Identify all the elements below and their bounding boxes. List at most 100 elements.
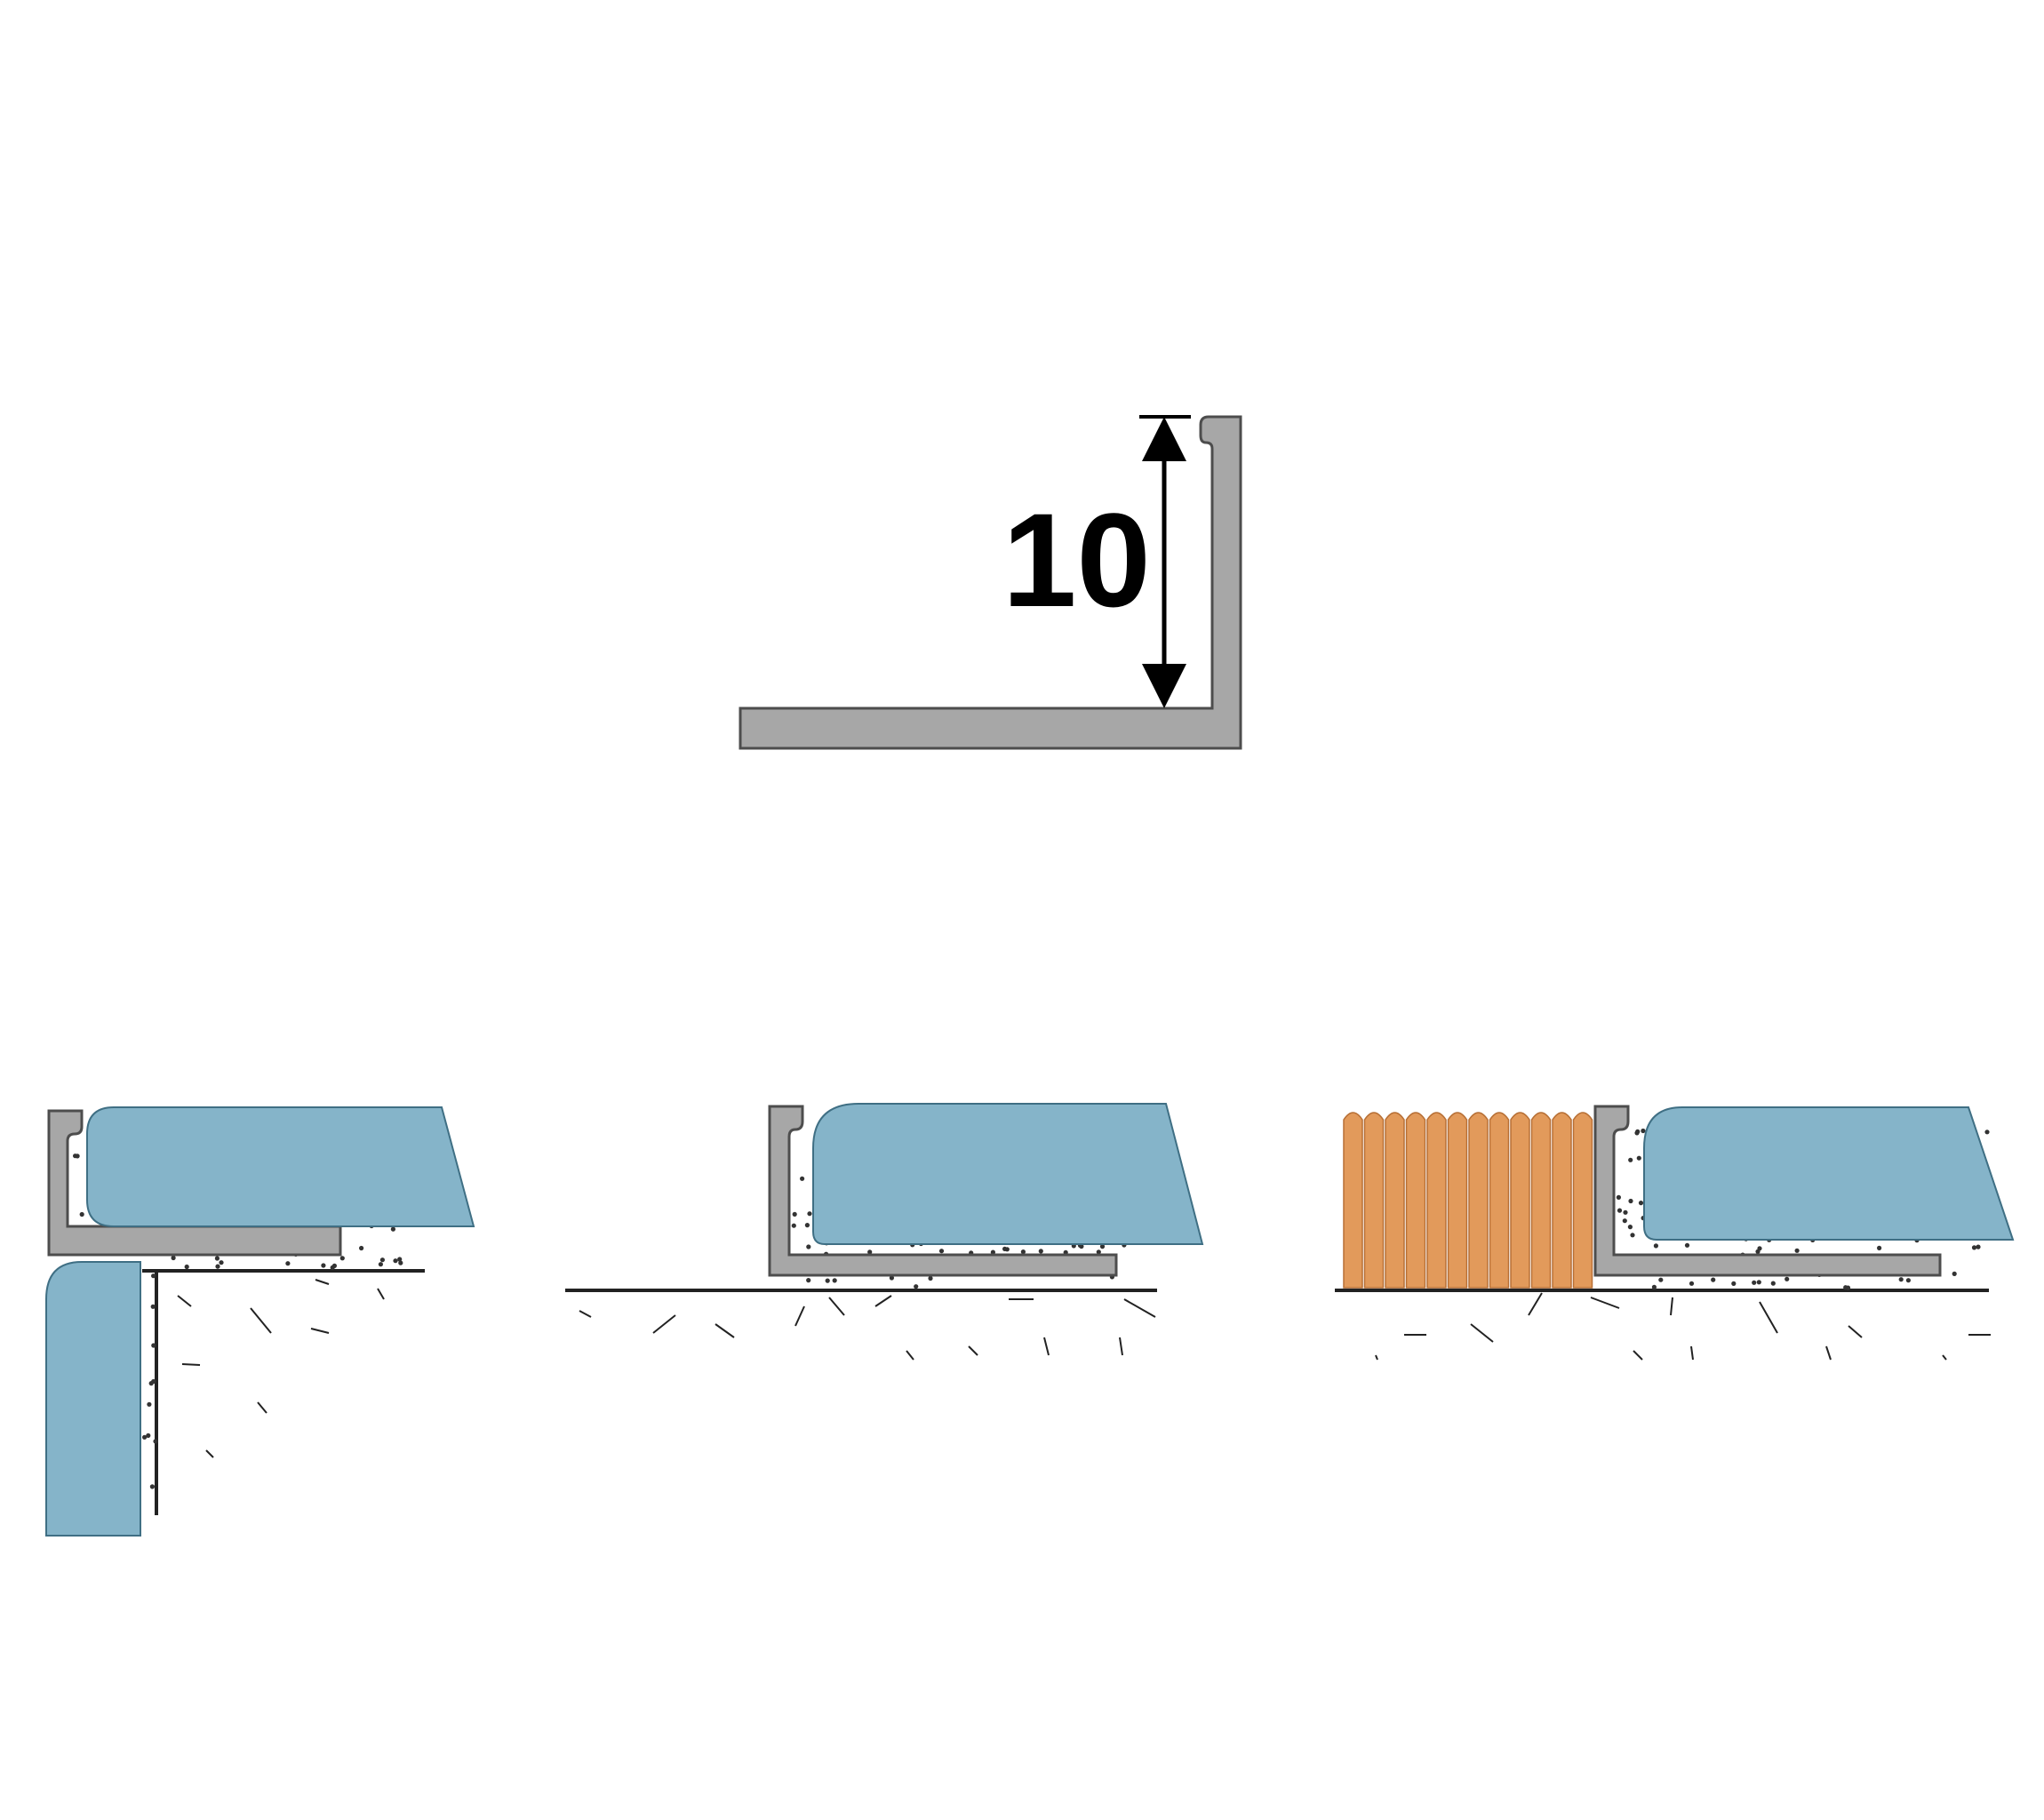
adhesive-dot [807,1211,812,1217]
adhesive-dot [1616,1194,1621,1200]
orange-rib [1468,1112,1489,1289]
adhesive-dot [1623,1209,1628,1215]
dimension-label: 10 [1002,485,1151,635]
detail-wall-corner [45,1106,475,1537]
adhesive-dot [1096,1249,1101,1255]
adhesive-dot [1976,1244,1981,1249]
adhesive-dots [142,1273,158,1489]
adhesive-dot [800,1176,805,1181]
substrate-hatching [177,1279,385,1458]
profile-shape [768,1105,1118,1277]
profile-l-shape [739,415,1242,750]
adhesive-dot [1770,1281,1776,1286]
adhesive-dot [1684,1242,1690,1248]
orange-rib [1489,1112,1510,1289]
adhesive-dot [1636,1155,1641,1161]
adhesive-dot [379,1257,385,1263]
profile-shape [47,1109,342,1257]
adhesive-dot [1898,1277,1904,1282]
profile-shape [1593,1105,1942,1277]
orange-rib [1426,1112,1447,1289]
adhesive-dot [914,1284,919,1289]
adhesive-dot [214,1256,220,1261]
tile [1643,1106,2015,1241]
orange-rib [1572,1112,1593,1289]
adhesive-dot [804,1223,810,1228]
adhesive-dot [1952,1271,1957,1276]
adhesive-dot [1877,1245,1882,1250]
adhesive-dot [1752,1280,1757,1285]
adhesive-dot [1984,1130,1990,1135]
adhesive-dot [339,1256,345,1261]
substrate-hatching [579,1295,1156,1361]
adhesive-dot [149,1484,155,1489]
adhesive-dot [219,1260,224,1265]
adhesive-dot [146,1433,151,1438]
adhesive-dot [1843,1285,1848,1290]
profile-cross-section: 10 [739,415,1242,750]
adhesive-dot [79,1211,84,1217]
adhesive-dot [990,1249,995,1255]
adhesive-dot [331,1263,337,1268]
adhesive-dot [1002,1246,1008,1251]
adhesive-dot [1785,1276,1790,1281]
adhesive-dot [151,1273,156,1279]
adhesive-dot [393,1258,398,1264]
tile [812,1103,1204,1245]
adhesive-dot [938,1249,945,1254]
adhesive-dot [1641,1128,1646,1134]
orange-element [1343,1112,1593,1289]
adhesive-dot [150,1304,156,1309]
adhesive-dot [1617,1208,1623,1213]
orange-rib [1447,1112,1468,1289]
adhesive-dot [1020,1249,1026,1255]
orange-rib [1530,1112,1552,1289]
adhesive-dot [1099,1244,1106,1249]
adhesive-dot [359,1245,364,1251]
adhesive-dot [1971,1245,1977,1250]
adhesive-dot [390,1226,395,1232]
adhesive-dot [215,1264,220,1269]
adhesive-dot [153,1439,158,1444]
adhesive-dot [1731,1281,1737,1286]
adhesive-dot [1630,1233,1635,1238]
adhesive-dot [1622,1218,1627,1224]
adhesive-dot [1711,1277,1716,1282]
adhesive-dot [285,1261,291,1266]
adhesive-dot [378,1262,383,1267]
detail-floor-edge [565,1103,1204,1361]
tile-vertical [45,1261,141,1537]
adhesive-dot [1038,1249,1043,1254]
adhesive-dot [792,1211,797,1217]
adhesive-dot [151,1378,156,1385]
orange-rib [1405,1112,1426,1289]
adhesive-dot [321,1263,326,1268]
substrate-hatching [1375,1292,1991,1361]
orange-rib [1510,1112,1530,1289]
detail-floor-transition [1335,1105,2015,1361]
orange-rib [1385,1112,1405,1289]
adhesive-dot [1794,1248,1800,1253]
adhesive-dot [151,1343,156,1348]
adhesive-dot [397,1257,403,1262]
adhesive-dot [791,1223,796,1228]
adhesive-dot [1634,1130,1640,1136]
adhesive-dot [1628,1157,1633,1162]
orange-rib [1343,1112,1363,1289]
adhesive-dot [142,1434,148,1440]
adhesive-dot [1628,1198,1633,1204]
adhesive-dot [1689,1281,1695,1286]
adhesive-dot [1658,1277,1664,1282]
adhesive-dot [889,1275,895,1281]
adhesive-dot [1638,1201,1644,1206]
adhesive-dot [1905,1278,1911,1283]
adhesive-dot [398,1260,403,1265]
tile-horizontal [86,1106,475,1227]
adhesive-dot [832,1278,837,1283]
adhesive-dot [928,1275,933,1281]
adhesive-dot [73,1153,78,1159]
adhesive-dot [825,1278,830,1283]
orange-rib [1363,1112,1385,1289]
adhesive-dot [147,1401,152,1407]
